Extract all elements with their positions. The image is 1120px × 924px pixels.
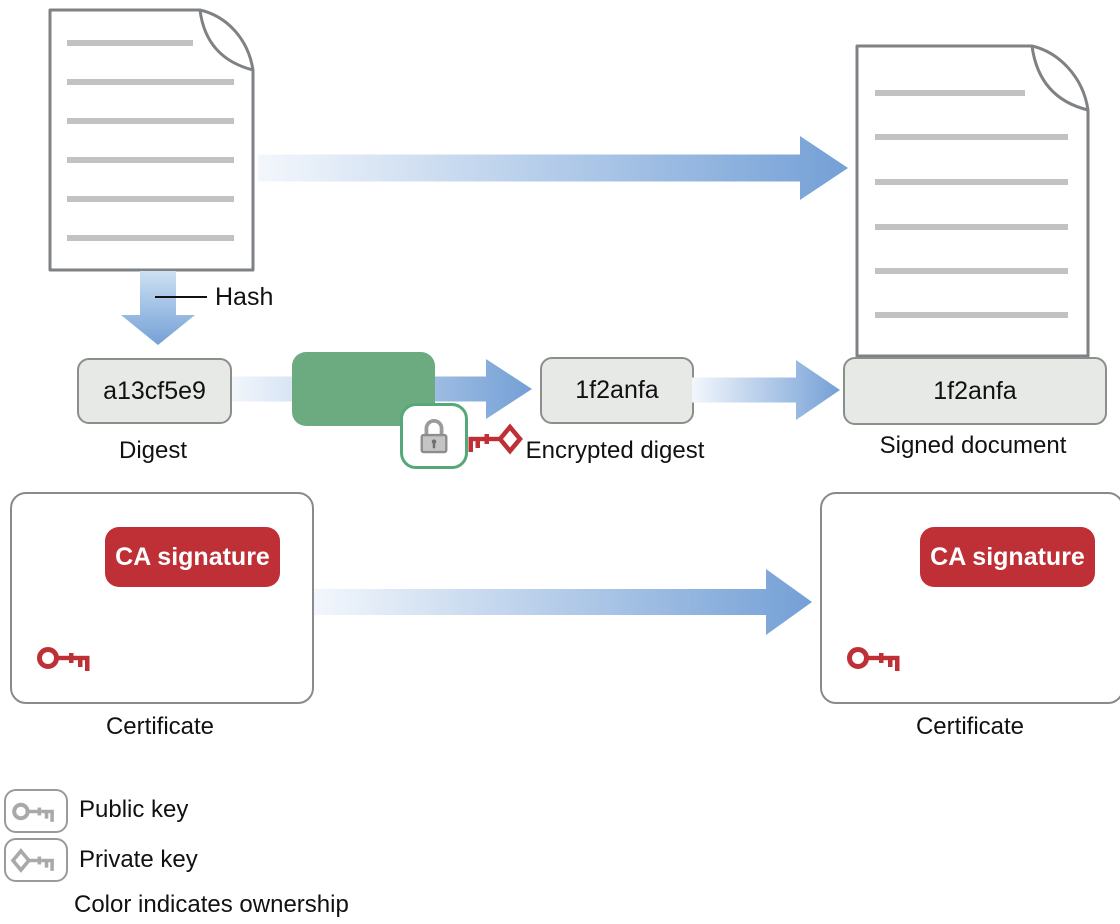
lock-icon	[420, 419, 448, 454]
public-key-legend-badge	[4, 789, 68, 833]
public-key-icon	[847, 647, 900, 671]
document-icon	[855, 44, 1090, 358]
ca-signature-text: CA signature	[115, 542, 270, 571]
ownership-note: Color indicates ownership	[74, 891, 349, 918]
document-icon	[48, 8, 255, 272]
private-key-legend-badge	[4, 838, 68, 882]
private-key-label: Private key	[79, 846, 198, 873]
private-key-icon	[10, 847, 54, 873]
public-key-icon	[12, 802, 54, 822]
encrypted-digest-label: Encrypted digest	[525, 437, 705, 464]
arrow-down-icon	[121, 271, 195, 345]
arrow-right-icon	[258, 136, 848, 200]
signed-digest-value: 1f2anfa	[933, 376, 1017, 405]
ca-signature-badge: CA signature	[920, 527, 1095, 587]
private-key-icon	[468, 423, 523, 455]
hash-label: Hash	[215, 283, 274, 311]
digest-label: Digest	[118, 437, 188, 464]
arrow-right-icon	[312, 569, 812, 635]
arrow-right-icon	[692, 360, 840, 420]
public-key-icon	[37, 647, 90, 671]
signed-document-label: Signed document	[879, 432, 1067, 459]
certificate-label: Certificate	[915, 713, 1025, 740]
encrypted-digest-value: 1f2anfa	[575, 376, 659, 404]
hash-leader-line	[155, 296, 207, 298]
certificate-label: Certificate	[105, 713, 215, 740]
digest-value: a13cf5e9	[103, 376, 206, 405]
public-key-label: Public key	[79, 796, 189, 823]
digest-box: a13cf5e9	[77, 358, 232, 424]
ca-signature-badge: CA signature	[105, 527, 280, 587]
signed-document-digest-bar: 1f2anfa	[843, 357, 1107, 425]
encrypted-digest-box: 1f2anfa	[540, 357, 694, 424]
lock-badge	[400, 403, 468, 469]
ca-signature-text: CA signature	[930, 542, 1085, 571]
